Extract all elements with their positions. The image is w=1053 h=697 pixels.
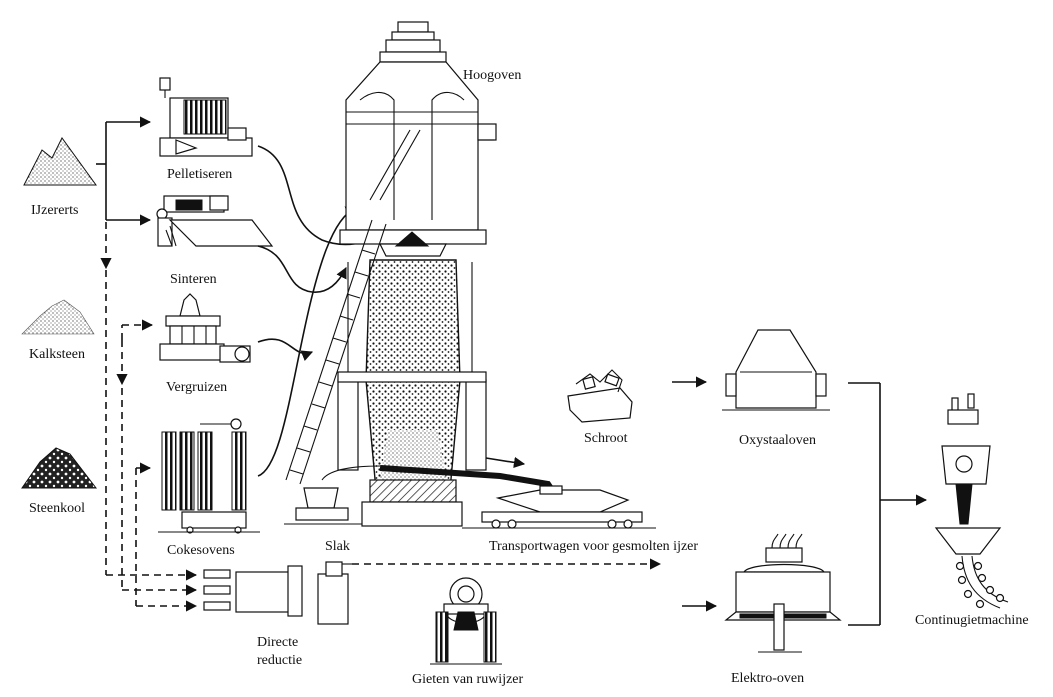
label-vergruizen: Vergruizen <box>166 380 227 395</box>
continuous-casting-machine-icon <box>934 393 1009 609</box>
label-hoogoven: Hoogoven <box>463 68 521 83</box>
label-directe: Directe <box>257 635 298 650</box>
skip-hoist-ladder <box>285 219 387 485</box>
blast-furnace-icon <box>321 21 559 527</box>
label-schroot: Schroot <box>584 431 628 446</box>
slag-car-icon <box>284 487 362 525</box>
sintering-machine-icon <box>156 195 274 247</box>
limestone-pile-icon <box>21 299 95 335</box>
label-oxystaaloven: Oxystaaloven <box>739 433 816 448</box>
label-elektro-oven: Elektro-oven <box>731 671 804 686</box>
label-slak: Slak <box>325 539 350 554</box>
pelletizing-machine-icon <box>159 77 253 157</box>
crushing-machine-icon <box>159 293 251 363</box>
label-pelletiseren: Pelletiseren <box>167 167 232 182</box>
label-reductie: reductie <box>257 653 302 668</box>
iron-ore-pile-icon <box>23 137 97 186</box>
ore-connector <box>96 116 198 581</box>
label-cokesovens: Cokesovens <box>167 543 235 558</box>
label-steenkool: Steenkool <box>29 501 85 516</box>
label-gieten: Gieten van ruwijzer <box>412 672 524 687</box>
pig-iron-casting-icon <box>430 577 502 665</box>
label-ijzererts: IJzererts <box>31 203 78 218</box>
torpedo-car-icon <box>462 485 656 529</box>
coal-pile-icon <box>21 447 98 489</box>
scrap-pile-icon <box>567 369 633 423</box>
electric-arc-furnace-icon <box>724 533 842 653</box>
label-continugietmachine: Continugietmachine <box>915 613 1029 628</box>
label-transportwagen: Transportwagen voor gesmolten ijzer <box>489 539 698 554</box>
coke-ovens-icon <box>158 418 260 534</box>
label-sinteren: Sinteren <box>170 272 217 287</box>
steel-to-caster-connector <box>848 382 928 626</box>
limestone-connector <box>116 319 198 596</box>
label-kalksteen: Kalksteen <box>29 347 85 362</box>
direct-reduction-plant-icon <box>203 561 352 625</box>
coal-connector <box>135 462 198 612</box>
oxygen-furnace-icon <box>722 329 830 411</box>
